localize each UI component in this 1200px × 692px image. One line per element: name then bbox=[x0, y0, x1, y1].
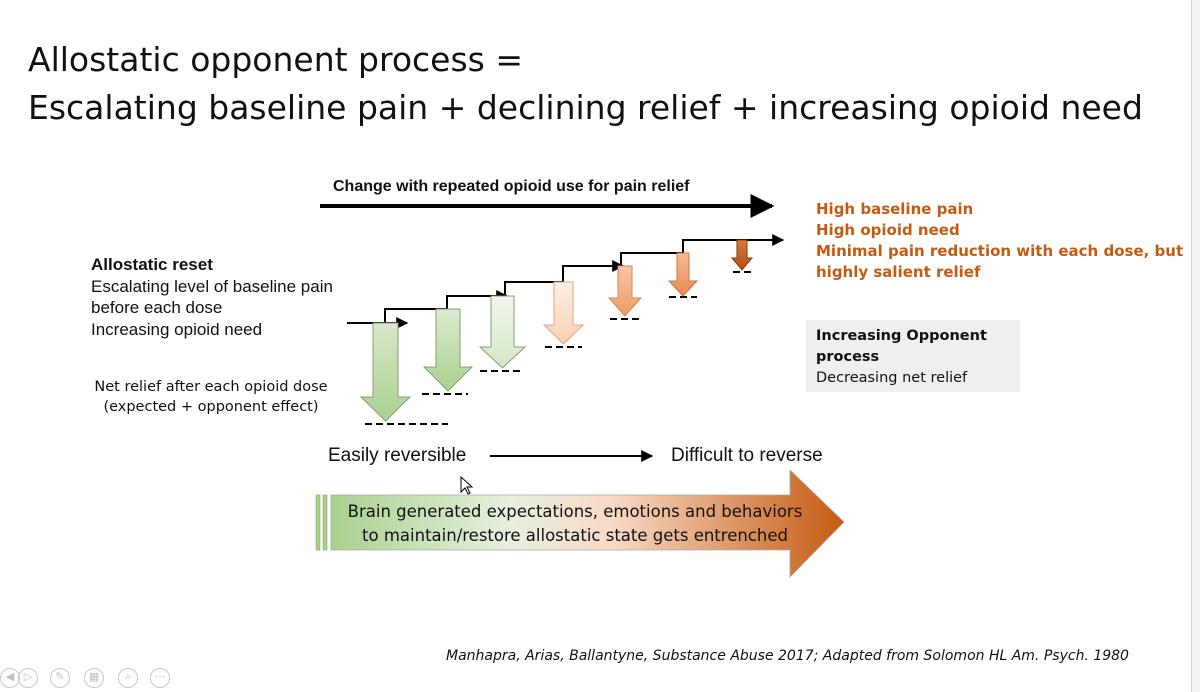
top-arrow-label: Change with repeated opioid use for pain… bbox=[333, 178, 690, 195]
allostatic-reset-line: Increasing opioid need bbox=[91, 319, 263, 339]
banner-line-1: Brain generated expectations, emotions a… bbox=[347, 502, 803, 521]
relief-arrow-6 bbox=[667, 252, 699, 297]
citation: Manhapra, Arias, Ballantyne, Substance A… bbox=[446, 648, 1129, 664]
zoom-icon[interactable]: ⌕ bbox=[118, 668, 138, 688]
relief-arrow-4 bbox=[542, 281, 585, 345]
high-state-line: High baseline pain bbox=[816, 200, 974, 218]
slides-icon[interactable]: ▦ bbox=[84, 668, 104, 688]
previous-icon[interactable]: ◀ bbox=[0, 668, 20, 688]
high-state-line: Minimal pain reduction with each dose, b… bbox=[816, 242, 1184, 260]
allostatic-reset-line: before each dose bbox=[91, 298, 223, 317]
pen-icon[interactable]: ✎ bbox=[50, 668, 70, 688]
opponent-heading-line-2: process bbox=[816, 349, 880, 365]
relief-arrow-5 bbox=[607, 265, 643, 317]
entrenchment-banner-arrow bbox=[315, 469, 845, 578]
relief-arrow-3 bbox=[478, 295, 527, 369]
relief-arrow-7 bbox=[730, 239, 754, 271]
net-relief-line-1: Net relief after each opioid dose bbox=[94, 379, 328, 395]
opponent-subtext: Decreasing net relief bbox=[816, 370, 968, 386]
more-icon[interactable]: ⋯ bbox=[150, 668, 170, 688]
allostatic-reset-heading: Allostatic reset bbox=[91, 255, 213, 274]
window-frame-edge bbox=[1191, 0, 1200, 692]
entrenchment-banner-text: Brain generated expectations, emotions a… bbox=[340, 500, 810, 548]
play-icon[interactable]: ▷ bbox=[18, 668, 38, 688]
relief-arrows bbox=[359, 239, 754, 422]
high-state-line: highly salient relief bbox=[816, 263, 981, 281]
difficult-to-reverse-label: Difficult to reverse bbox=[671, 445, 823, 466]
net-relief-caption: Net relief after each opioid dose (expec… bbox=[88, 377, 334, 417]
mouse-cursor-icon bbox=[460, 475, 474, 495]
presentation-toolbar: ◀ ▷ ✎ ▦ ⌕ ⋯ bbox=[0, 666, 200, 692]
easily-reversible-label: Easily reversible bbox=[328, 445, 467, 466]
allostatic-reset-line: Escalating level of baseline pain bbox=[91, 276, 333, 296]
opponent-heading-line-1: Increasing Opponent bbox=[816, 328, 987, 344]
relief-arrow-2 bbox=[422, 308, 474, 392]
high-state-line: High opioid need bbox=[816, 221, 960, 239]
allostatic-reset-block: Allostatic reset Escalating level of bas… bbox=[91, 254, 333, 340]
net-relief-line-2: (expected + opponent effect) bbox=[103, 399, 319, 415]
relief-arrow-1 bbox=[359, 322, 412, 422]
baseline-dashes bbox=[365, 271, 752, 425]
slide-title-line-1: Allostatic opponent process = bbox=[28, 40, 523, 79]
banner-line-2: to maintain/restore allostatic state get… bbox=[362, 526, 788, 545]
slide-title-line-2: Escalating baseline pain + declining rel… bbox=[28, 88, 1143, 127]
high-state-block: High baseline pain High opioid need Mini… bbox=[816, 199, 1183, 283]
opponent-process-box: Increasing Opponent process Decreasing n… bbox=[806, 320, 1020, 392]
